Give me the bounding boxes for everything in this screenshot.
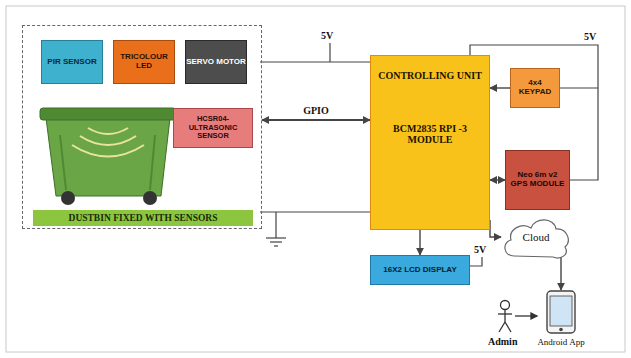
motor-box: SERVO MOTOR <box>185 40 247 84</box>
cloud: Cloud <box>500 212 572 262</box>
connector-arrow <box>490 87 510 88</box>
node-text: TRICOLOUR LED <box>114 53 174 71</box>
node-text: BCM2835 RPI -3 MODULE <box>371 123 489 145</box>
controller-box: CONTROLLING UNIT BCM2835 RPI -3 MODULE <box>370 55 490 230</box>
node-text: 4x4 KEYPAD <box>513 79 557 97</box>
connector-arrow <box>560 256 561 290</box>
sensor-box: PIR SENSOR <box>41 40 103 84</box>
power-wire <box>260 43 598 266</box>
connector-arrow <box>490 220 501 237</box>
sensor-region: DUSTBIN FIXED WITH SENSORS PIR SENSOR TRIC… <box>22 25 262 229</box>
node-text: PIR SENSOR <box>47 58 96 67</box>
phone: Android App <box>545 290 577 334</box>
actor-label: Admin <box>488 336 517 347</box>
ultrasonic-box: HCSR04- ULTRASONIC SENSOR <box>173 108 253 148</box>
connector-arrow <box>419 230 420 255</box>
keypad-box: 4x4 KEYPAD <box>510 68 560 108</box>
voltage-label: 5V <box>584 31 596 42</box>
connector-arrow <box>262 119 370 121</box>
led-box: TRICOLOUR LED <box>113 40 175 84</box>
node-text: HCSR04- ULTRASONIC SENSOR <box>176 115 250 140</box>
gps-box: Neo 6m v2 GPS MODULE <box>505 150 570 210</box>
node-text: Cloud <box>523 231 550 243</box>
connector-arrow <box>490 179 505 180</box>
dustbin-illustration <box>40 108 176 205</box>
frame <box>6 6 625 352</box>
node-text: Android App <box>525 337 597 347</box>
edge-label: GPIO <box>301 105 331 116</box>
voltage-label: 5V <box>321 30 333 41</box>
voltage-label: 5V <box>474 244 486 255</box>
node-text: SERVO MOTOR <box>186 58 246 67</box>
ground-wire <box>260 212 370 246</box>
node-text: CONTROLLING UNIT <box>378 70 482 81</box>
admin-figure <box>498 301 537 333</box>
band-label: DUSTBIN FIXED WITH SENSORS <box>33 210 253 226</box>
phone-outline <box>545 290 577 334</box>
node-text: 16X2 LCD DISPLAY <box>383 266 457 275</box>
lcd-box: 16X2 LCD DISPLAY <box>370 255 470 285</box>
node-text: Neo 6m v2 GPS MODULE <box>509 171 566 189</box>
